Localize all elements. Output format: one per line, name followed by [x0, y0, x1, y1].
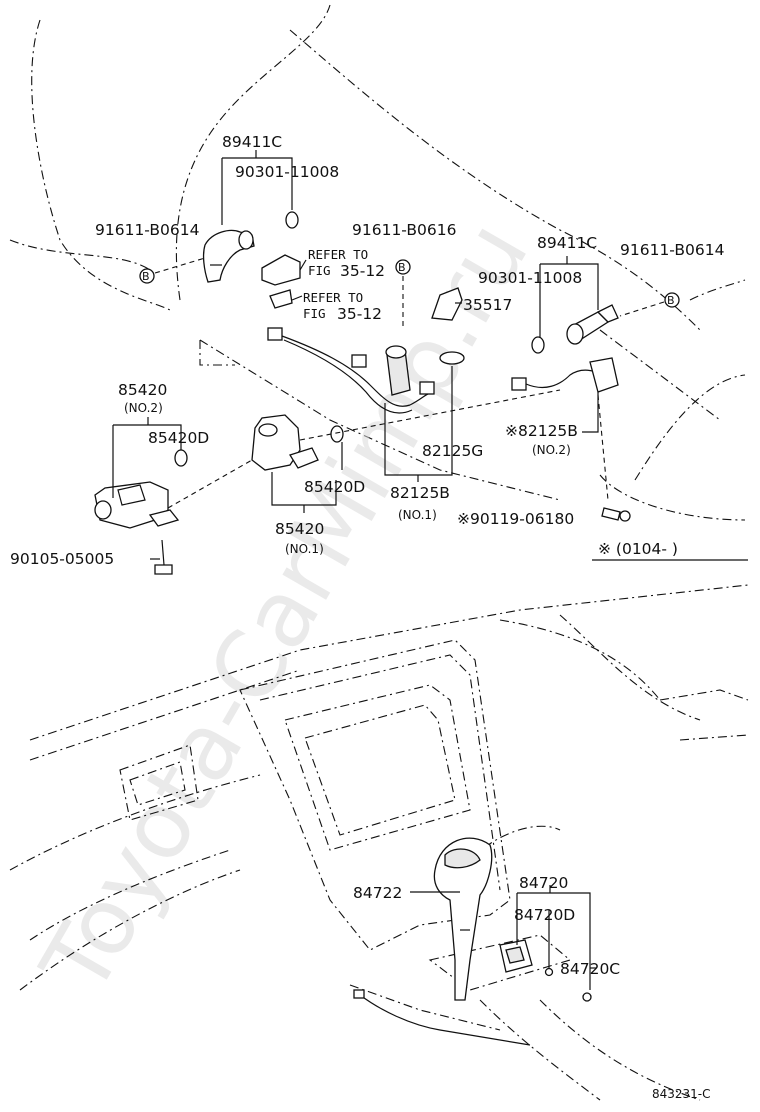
clip-91611-B0614-right: B — [664, 292, 680, 308]
bracket-35517 — [431, 287, 463, 321]
label-refer-1: REFER TO — [308, 247, 368, 262]
console-connector — [353, 989, 365, 999]
label-89411C-left: 89411C — [222, 133, 282, 151]
label-91611-B0614-right: 91611-B0614 — [620, 241, 724, 259]
callout-labels: 89411C 90301-11008 91611-B0614 91611-B06… — [10, 133, 724, 1101]
label-85420D-left: 85420D — [148, 429, 209, 447]
figure-code: 843231-C — [652, 1087, 711, 1101]
label-90301-left: 90301-11008 — [235, 163, 339, 181]
label-90105-05005: 90105-05005 — [10, 550, 114, 568]
label-82125B-no1: 82125B — [390, 484, 450, 502]
label-85420D-right: 85420D — [304, 478, 365, 496]
console-wire — [359, 994, 531, 1046]
sensor-85420-no1 — [251, 414, 319, 471]
clip-91611-B0616: B — [395, 259, 411, 275]
clip-91611-B0614-left: B — [139, 268, 155, 284]
label-82125G: 82125G — [422, 442, 483, 460]
label-90301-right: 90301-11008 — [478, 269, 582, 287]
shift-lever-84722 — [433, 837, 493, 1001]
label-84720C: 84720C — [560, 960, 620, 978]
bracket-refer-fig — [261, 254, 301, 309]
label-91611-B0616: 91611-B0616 — [352, 221, 456, 239]
label-fig-2: FIG — [303, 306, 326, 321]
callout-lines-lower — [410, 885, 596, 990]
svg-text:B: B — [398, 261, 406, 274]
label-82125B-no2-sub: (NO.2) — [532, 443, 571, 457]
label-90119-06180: ※90119-06180 — [457, 510, 574, 528]
bulb-84720D — [544, 967, 554, 977]
label-85420-no1-sub: (NO.1) — [285, 542, 324, 556]
label-84722: 84722 — [353, 884, 402, 902]
sensor-89411C-right — [566, 304, 619, 345]
leader-91611-left — [154, 257, 206, 274]
callout-lines — [112, 150, 748, 561]
o-ring-85420D-right — [330, 425, 344, 443]
bolt-90105-05005 — [154, 539, 173, 575]
leader-91611-right — [619, 301, 665, 317]
leader-85420-axis — [167, 459, 253, 509]
label-84720D: 84720D — [514, 906, 575, 924]
label-85420-no1: 85420 — [275, 520, 324, 538]
sensor-89411C-left — [202, 229, 255, 283]
wire-harness-82125B-no2 — [511, 357, 619, 393]
switch-84720 — [499, 939, 533, 973]
label-85420-no2-sub: (NO.2) — [124, 401, 163, 415]
label-82125B-no1-sub: (NO.1) — [398, 508, 437, 522]
label-date-note: ※ (0104- ) — [598, 540, 678, 558]
label-fig-1-num: 35-12 — [340, 262, 385, 280]
bolt-90119-06180 — [601, 507, 631, 522]
label-fig-1: FIG — [308, 263, 331, 278]
o-ring-90301-left — [285, 211, 299, 229]
sensor-85420-no2 — [94, 481, 180, 529]
screw-84720C — [582, 992, 592, 1002]
label-35517: 35517 — [463, 296, 512, 314]
wire-harness-82125G — [267, 327, 435, 414]
label-84720: 84720 — [519, 874, 568, 892]
label-91611-B0614-left: 91611-B0614 — [95, 221, 199, 239]
label-89411C-right: 89411C — [537, 234, 597, 252]
o-ring-85420D-left — [174, 449, 188, 467]
label-fig-2-num: 35-12 — [337, 305, 382, 323]
o-ring-90301-right — [531, 336, 545, 354]
svg-text:B: B — [142, 270, 150, 283]
label-82125B-no2: ※82125B — [505, 422, 578, 440]
leader-85420-axis-2 — [299, 389, 561, 441]
label-refer-2: REFER TO — [303, 290, 363, 305]
label-85420-no2: 85420 — [118, 381, 167, 399]
grommet-82125G — [439, 351, 465, 365]
svg-text:B: B — [667, 294, 675, 307]
leader-90119 — [597, 394, 609, 501]
